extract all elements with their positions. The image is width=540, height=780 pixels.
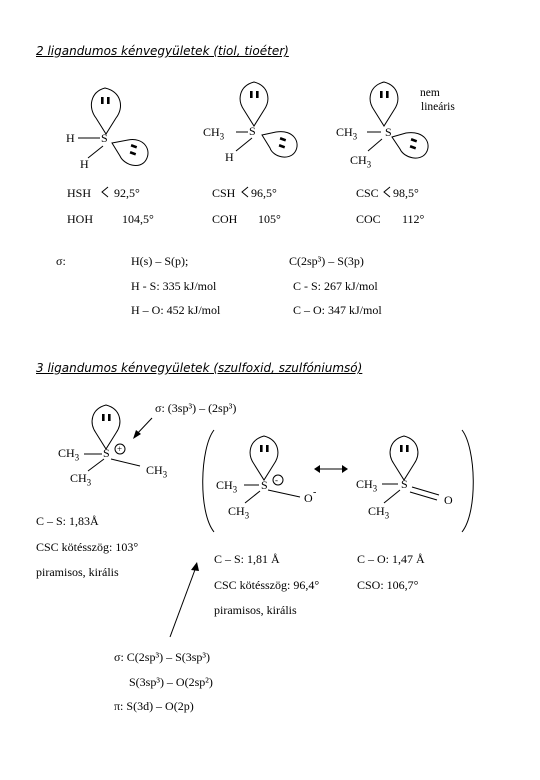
angle-value: 105° <box>258 212 281 226</box>
section2-heading: 3 ligandumos kénvegyületek (szulfoxid, s… <box>36 361 363 375</box>
bond-energy: C – O: 347 kJ/mol <box>293 303 382 317</box>
angle-symbol <box>383 186 391 198</box>
lone-pair-orbital <box>239 81 269 127</box>
atom-label: CH3 <box>203 125 225 142</box>
angle-value: 92,5° <box>114 186 140 200</box>
atom-label: S <box>385 125 392 139</box>
arrowhead <box>133 430 141 439</box>
double-bond-line <box>411 486 440 496</box>
property-text: CSO: 106,7° <box>357 578 419 592</box>
atom-label: H <box>66 131 75 145</box>
lone-pair-orbital <box>249 435 279 481</box>
bond-energy: H – O: 452 kJ/mol <box>131 303 221 317</box>
angle-symbol <box>101 186 109 198</box>
pointer-arrow <box>169 566 197 638</box>
bond-line <box>367 138 383 152</box>
property-text: CSC kötésszög: 103° <box>36 540 139 554</box>
bond-line <box>383 489 401 504</box>
angle-label: HOH <box>67 212 93 226</box>
bond-type: C(2sp³) – S(3p) <box>289 254 364 268</box>
arrowhead <box>342 465 348 473</box>
atom-label: S <box>249 124 256 138</box>
lone-pair-orbital <box>91 404 121 450</box>
bond-line <box>87 458 105 472</box>
angle-value: 96,5° <box>251 186 277 200</box>
bond-energy: C - S: 267 kJ/mol <box>293 279 378 293</box>
atom-label: CH3 <box>350 153 372 170</box>
bond-line <box>267 489 301 498</box>
atom-label: CH3 <box>368 504 390 521</box>
left-bracket <box>202 429 215 533</box>
positive-charge-circle <box>272 474 284 486</box>
atom-label: O <box>304 491 313 505</box>
property-text: CSC kötésszög: 96,4° <box>214 578 320 592</box>
double-bond-line <box>409 491 438 501</box>
property-text: C – O: 1,47 Å <box>357 552 425 566</box>
property-text: piramisos, királis <box>36 565 119 579</box>
atom-label: S <box>261 478 268 492</box>
atom-label: H <box>225 150 234 164</box>
lone-pair-orbital <box>389 435 419 481</box>
section1-heading: 2 ligandumos kénvegyületek (tiol, tioéte… <box>36 44 289 58</box>
nonlinear-note-line2: lineáris <box>421 101 455 113</box>
right-bracket <box>461 429 474 533</box>
sigma-label: σ: <box>56 254 66 268</box>
atom-label: O <box>444 493 453 507</box>
atom-label: CH3 <box>146 463 168 480</box>
bond-line <box>87 145 104 159</box>
lone-pair-orbital <box>90 87 122 135</box>
angle-label: HSH <box>67 186 92 200</box>
lone-pair-orbital <box>261 131 298 158</box>
charge-sign: - <box>275 475 278 485</box>
angle-label: COH <box>212 212 238 226</box>
orbital-note: S(3sp³) – O(2sp²) <box>129 675 213 689</box>
angle-value: 98,5° <box>393 186 419 200</box>
angle-value: 112° <box>402 212 425 226</box>
atom-label: S <box>103 446 110 460</box>
bond-energy: H - S: 335 kJ/mol <box>131 279 217 293</box>
bond-line <box>110 458 141 467</box>
lone-pair-orbital <box>391 132 429 159</box>
atom-label: CH3 <box>216 478 238 495</box>
charge-sign: - <box>313 487 317 498</box>
atom-label: S <box>101 131 108 145</box>
atom-label: CH3 <box>356 477 378 494</box>
sigma-hybrid-note: σ: (3sp³) – (2sp³) <box>155 401 237 415</box>
lone-pair-orbital <box>111 139 149 166</box>
angle-symbol <box>241 186 249 198</box>
angle-value: 104,5° <box>122 212 154 226</box>
bond-line <box>235 137 253 152</box>
atom-label: CH3 <box>58 446 80 463</box>
atom-label: H <box>80 157 89 171</box>
lone-pair-orbital <box>369 81 399 127</box>
positive-charge-circle <box>114 443 126 455</box>
bond-type: H(s) – S(p); <box>131 254 189 268</box>
angle-label: CSH <box>212 186 236 200</box>
arrowhead <box>314 465 320 473</box>
electron-dots <box>101 91 418 452</box>
atom-label: S <box>401 477 408 491</box>
atom-label: CH3 <box>70 471 92 488</box>
nonlinear-note-line1: nem <box>420 87 440 99</box>
atom-label: CH3 <box>228 504 250 521</box>
angle-label: CSC <box>356 186 379 200</box>
property-text: C – S: 1,83Å <box>36 514 99 528</box>
property-text: C – S: 1,81 Å <box>214 552 280 566</box>
angle-label: COC <box>356 212 381 226</box>
charge-sign: + <box>117 444 123 454</box>
bond-line <box>244 490 261 504</box>
atom-label: CH3 <box>336 125 358 142</box>
orbital-note: σ: C(2sp³) – S(3sp³) <box>114 650 210 664</box>
property-text: piramisos, királis <box>214 603 297 617</box>
orbital-note: π: S(3d) – O(2p) <box>114 699 194 713</box>
arrowhead <box>191 562 199 571</box>
